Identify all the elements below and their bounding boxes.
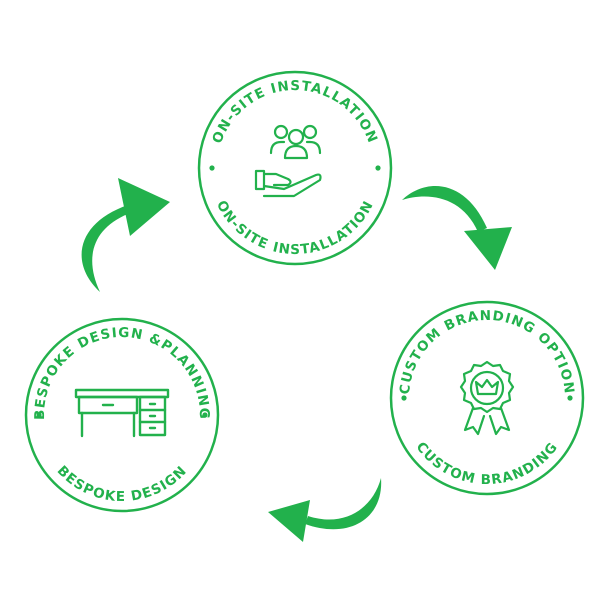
separator-dot [401, 395, 407, 401]
arrow-bottom [268, 478, 382, 542]
badge-ring [389, 300, 585, 496]
badge-top-text: ON-SITE INSTALLATION [209, 78, 380, 146]
badge-on-site-installation: ON-SITE INSTALLATION ON-SITE INSTALLATIO… [197, 70, 393, 266]
separator-dot [209, 165, 215, 171]
separator-dot [567, 395, 573, 401]
badge-bottom-text: ON-SITE INSTALLATION [213, 198, 377, 258]
arrow-top-right [402, 185, 512, 270]
separator-dot [202, 412, 208, 418]
badge-custom-branding-option: CUSTOM BRANDING OPTION CUSTOM BRANDING [389, 300, 585, 496]
people-in-hand-icon [254, 124, 322, 198]
badge-ring [197, 70, 393, 266]
arrow-left [81, 178, 170, 292]
badge-bottom-text: CUSTOM BRANDING [413, 439, 562, 488]
separator-dot [375, 165, 381, 171]
badge-bespoke-design-planning: BESPOKE DESIGN &PLANNING BESPOKE DESIGN [24, 317, 220, 513]
badge-top-text: BESPOKE DESIGN &PLANNING [32, 325, 212, 420]
badge-ring [24, 317, 220, 513]
desk-drawers-icon [74, 388, 170, 438]
award-rosette-crown-icon [459, 360, 515, 436]
separator-dot [36, 412, 42, 418]
badge-top-text: CUSTOM BRANDING OPTION [397, 308, 577, 395]
